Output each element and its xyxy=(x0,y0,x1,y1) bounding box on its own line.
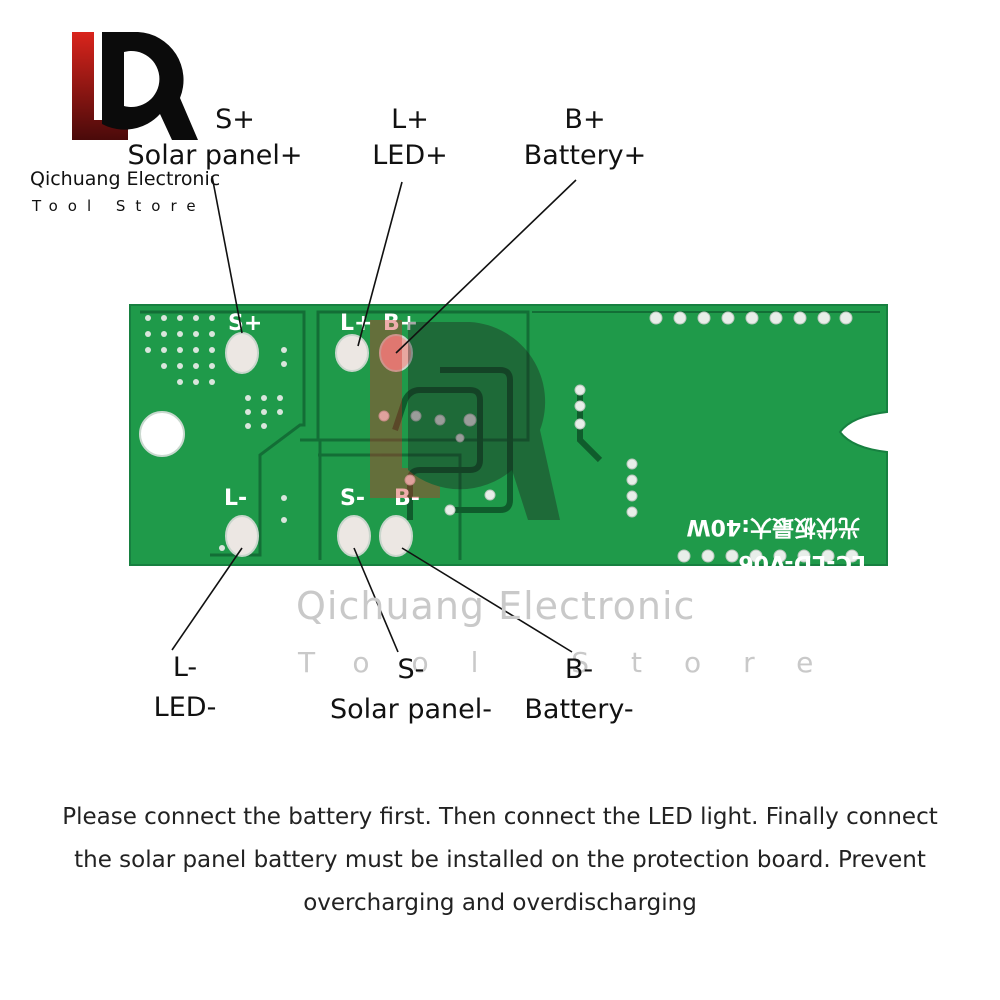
callout-s-minus: S- Solar panel- xyxy=(316,652,506,728)
brand-tagline: Tool Store xyxy=(32,197,206,215)
silkscreen-model: LC-LD-V06 xyxy=(738,550,866,575)
watermark-name: Qichuang Electronic xyxy=(296,584,696,628)
callout-l-plus: L+ LED+ xyxy=(360,102,460,174)
pad-label-l-minus: L- xyxy=(224,486,247,511)
brand-name: Qichuang Electronic xyxy=(30,168,221,190)
callout-s-plus-desc: Solar panel+ xyxy=(127,140,303,171)
silkscreen-power-rating: 光伏板最大:40W xyxy=(686,514,861,540)
callout-l-minus-desc: LED- xyxy=(153,692,217,723)
callout-s-minus-desc: Solar panel- xyxy=(329,694,493,725)
pad-label-l-plus: L+ xyxy=(340,311,372,336)
callout-l-minus: L- LED- xyxy=(140,650,230,726)
callout-b-plus-desc: Battery+ xyxy=(523,140,647,171)
wiring-instructions: Please connect the battery first. Then c… xyxy=(62,804,938,916)
store-logo xyxy=(72,32,198,140)
pad-label-b-minus: B- xyxy=(394,486,420,511)
callout-s-plus: S+ Solar panel+ xyxy=(120,102,310,174)
callout-b-minus-code: B- xyxy=(564,654,594,685)
pad-label-s-plus: S+ xyxy=(228,311,262,336)
callout-s-minus-code: S- xyxy=(397,654,425,685)
callout-s-plus-code: S+ xyxy=(215,104,255,135)
watermark-logo xyxy=(370,320,560,520)
callout-l-plus-code: L+ xyxy=(391,104,429,135)
callout-l-plus-desc: LED+ xyxy=(372,140,448,171)
pad-label-s-minus: S- xyxy=(340,486,365,511)
callout-b-minus: B- Battery- xyxy=(514,652,644,728)
watermark-tagline: Tool Store xyxy=(298,646,856,679)
pad-label-b-plus: B+ xyxy=(383,311,418,336)
callout-b-minus-desc: Battery- xyxy=(524,694,634,725)
callout-b-plus-code: B+ xyxy=(564,104,606,135)
callout-b-plus: B+ Battery+ xyxy=(510,102,660,174)
callout-l-minus-code: L- xyxy=(172,652,198,683)
